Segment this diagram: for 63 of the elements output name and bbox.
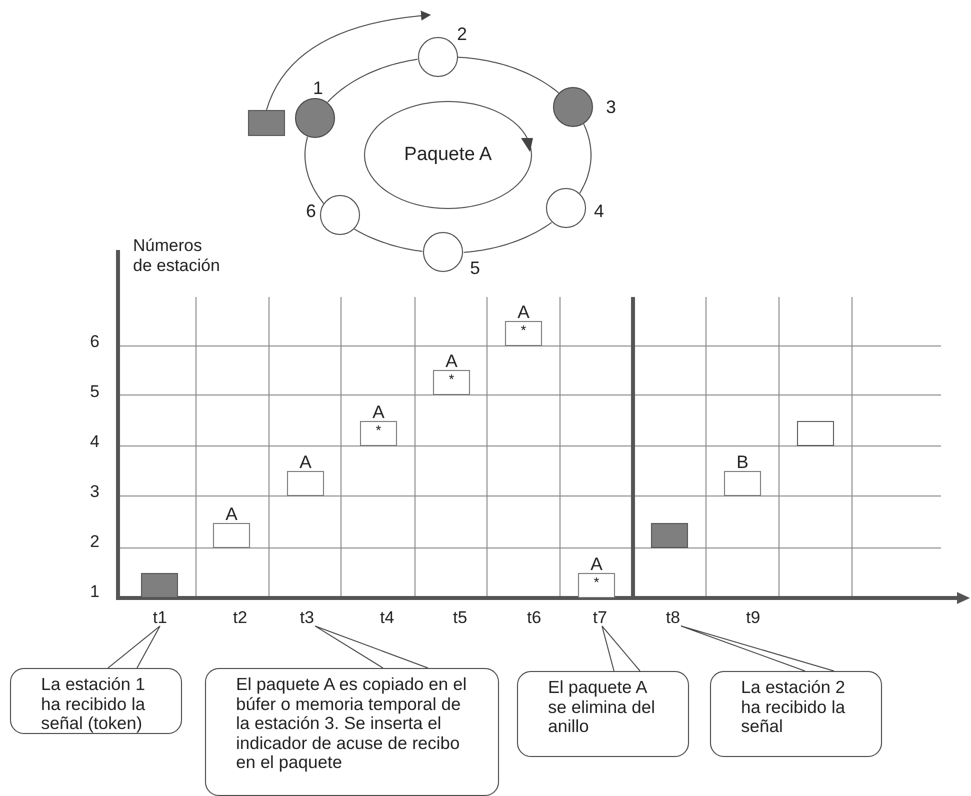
connector bbox=[266, 10, 431, 110]
station-tick-label: 4 bbox=[90, 432, 100, 452]
station-circle bbox=[418, 37, 458, 77]
station-tick-label: 6 bbox=[90, 332, 100, 352]
ack-mark: * bbox=[448, 371, 454, 387]
packet-ring bbox=[364, 101, 532, 209]
packet-label: A bbox=[590, 555, 602, 573]
station-circle bbox=[295, 98, 335, 138]
packet-label: A bbox=[445, 352, 458, 370]
station-circle bbox=[553, 87, 593, 127]
ring-label: Paquete A bbox=[404, 144, 492, 166]
packet-label: A bbox=[299, 453, 312, 471]
station-circle bbox=[546, 188, 586, 228]
token-block bbox=[651, 523, 688, 548]
time-label: t8 bbox=[663, 608, 683, 628]
time-label: t2 bbox=[233, 608, 248, 628]
callout-pointer bbox=[680, 626, 834, 672]
time-label: t7 bbox=[590, 608, 610, 628]
station-circle bbox=[320, 195, 360, 235]
station-number: 4 bbox=[594, 201, 604, 221]
axis-title: Números de estación bbox=[133, 236, 221, 276]
packet-label: A bbox=[225, 505, 238, 523]
station-tick-label: 5 bbox=[90, 382, 100, 402]
connector bbox=[304, 136, 324, 204]
callout-text: El paquete A se elimina del anillo bbox=[548, 678, 656, 738]
callout-box bbox=[517, 671, 689, 757]
time-label: t1 bbox=[150, 608, 170, 628]
station-circle bbox=[423, 232, 463, 272]
station-number: 6 bbox=[306, 201, 316, 221]
connector bbox=[458, 56, 560, 94]
connector bbox=[579, 124, 592, 194]
connector bbox=[354, 228, 423, 252]
station-tick-label: 1 bbox=[90, 582, 100, 602]
station-tick-label: 2 bbox=[90, 532, 100, 552]
connector bbox=[327, 58, 418, 103]
callout-text: El paquete A es copiado en el búfer o memoria temporal de la estación 3. Se inserta el indicador de acuse de recibo en el paquete bbox=[236, 675, 468, 774]
ack-mark: * bbox=[594, 574, 600, 590]
station-number: 2 bbox=[457, 24, 468, 44]
callout-box bbox=[10, 668, 182, 734]
time-label: t3 bbox=[297, 608, 317, 628]
time-label: t4 bbox=[380, 608, 394, 628]
callout-text: La estación 2 ha recibido la señal bbox=[741, 678, 846, 738]
callout-box bbox=[205, 668, 499, 796]
station-number: 3 bbox=[606, 97, 616, 117]
callout-pointer bbox=[108, 626, 160, 668]
packet-box bbox=[797, 421, 834, 446]
ack-mark: * bbox=[520, 322, 526, 338]
station-number: 1 bbox=[313, 78, 324, 98]
packet-label: B bbox=[736, 453, 748, 471]
station-tick-label: 3 bbox=[90, 482, 100, 502]
time-label: t9 bbox=[746, 608, 760, 628]
connector bbox=[463, 222, 552, 253]
time-label: t5 bbox=[453, 608, 468, 628]
station-number: 5 bbox=[470, 258, 480, 278]
time-label: t6 bbox=[527, 608, 542, 628]
callout-pointer bbox=[602, 626, 640, 672]
callout-box bbox=[710, 671, 882, 757]
token-block bbox=[248, 110, 285, 136]
packet-label: A bbox=[517, 303, 530, 321]
ack-mark: * bbox=[376, 422, 382, 438]
callout-pointer bbox=[314, 626, 428, 668]
token-block bbox=[141, 573, 178, 598]
packet-label: A bbox=[372, 403, 384, 421]
